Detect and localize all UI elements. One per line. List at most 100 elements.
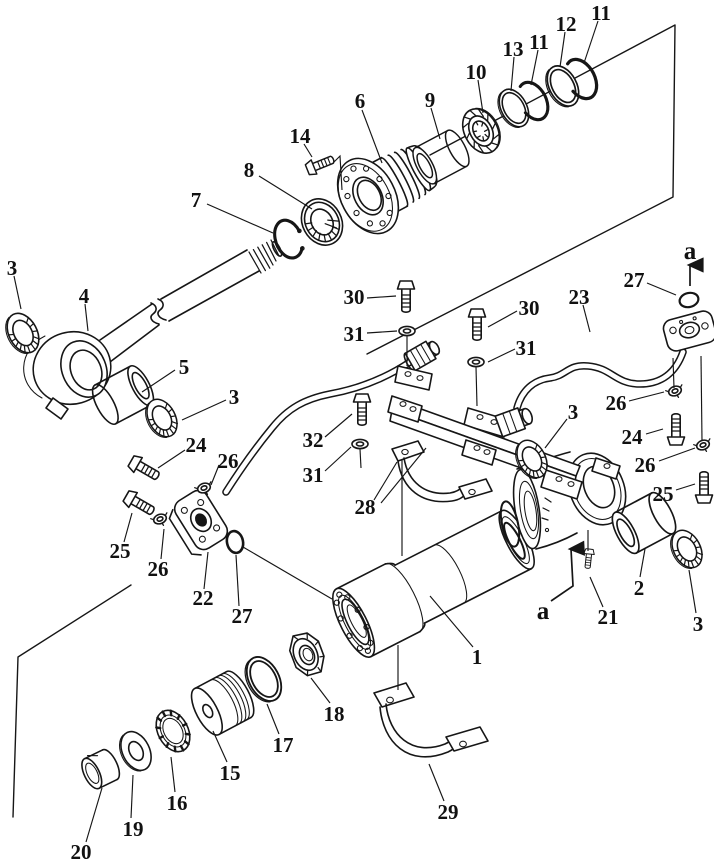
leader-line [361, 109, 383, 164]
leader-line [675, 483, 696, 491]
part-30-bolt-b [467, 308, 487, 342]
leader-line [235, 554, 240, 607]
leader-line [380, 447, 427, 504]
leader-line [206, 203, 274, 234]
leader-line [429, 595, 474, 648]
part-number-label: 26 [218, 449, 239, 473]
part-15-piston [190, 670, 255, 736]
callout-28-27: 28 [355, 447, 427, 519]
callout-4-1: 4 [79, 284, 90, 332]
leader-line [203, 551, 209, 590]
part-number-label: 1 [472, 645, 483, 669]
pipe-left-tab [394, 365, 433, 391]
part-number-label: 11 [591, 1, 611, 25]
leader-line [210, 464, 220, 486]
part-26-lockwasher-left-b [149, 510, 172, 530]
part-31-washer-b [467, 356, 485, 368]
part-number-label: 25 [110, 539, 131, 563]
callout-24-23: 24 [622, 425, 664, 449]
part-32-bolt [352, 393, 372, 427]
part-4-piston-rod [23, 239, 283, 420]
leader-line [645, 428, 664, 435]
part-24-bolt-left [126, 452, 164, 485]
part-number-label: 18 [324, 702, 345, 726]
callout-24-28: 24 [157, 433, 207, 469]
part-number-label: 32 [303, 428, 324, 452]
part-number-label: 28 [355, 495, 376, 519]
callout-12-10: 12 [556, 12, 577, 68]
part-10-knurled-ring [461, 107, 501, 154]
callout-3-0: 3 [7, 256, 22, 310]
callout-8-3: 8 [244, 158, 313, 210]
callout-27-33: 27 [232, 554, 253, 628]
leader-line [428, 763, 445, 802]
leader-line [430, 107, 441, 140]
leader-line [123, 512, 133, 543]
part-number-label: 15 [220, 761, 241, 785]
view-ref-a-1: a [537, 540, 585, 625]
leader-line [530, 49, 539, 86]
callout-31-19: 31 [303, 446, 352, 487]
leader-line [85, 787, 103, 843]
part-1-cylinder-head [499, 451, 627, 550]
part-number-label: 22 [193, 586, 214, 610]
part-number-label: 27 [232, 604, 253, 628]
leader-line [688, 569, 697, 614]
part-number-label: 31 [516, 336, 537, 360]
callout-31-17: 31 [487, 336, 537, 363]
part-number-label: 20 [71, 840, 92, 860]
callout-9-6: 9 [425, 88, 441, 140]
callout-26-29: 26 [210, 449, 239, 486]
part-number-label: 14 [290, 124, 312, 148]
part-number-label: 5 [179, 355, 190, 379]
callout-10-7: 10 [466, 60, 487, 114]
part-number-label: 2 [634, 576, 645, 600]
callout-31-15: 31 [344, 322, 398, 346]
callout-19-42: 19 [123, 774, 144, 841]
part-number-label: 29 [438, 800, 459, 824]
callout-15-40: 15 [212, 730, 241, 785]
callout-26-24: 26 [635, 447, 696, 477]
part-number-label: 11 [529, 30, 549, 54]
leader-line [141, 369, 176, 393]
part-6-cylinder-head-gland [336, 144, 438, 235]
callout-14-4: 14 [290, 124, 313, 158]
part-16-wear-ring [155, 709, 191, 753]
callout-3-37: 3 [688, 569, 703, 636]
part-19-washer [118, 730, 152, 772]
callout-29-44: 29 [428, 763, 459, 824]
part-number-label: 26 [635, 453, 656, 477]
part-17-ring [237, 650, 290, 709]
leader-line [639, 548, 646, 578]
part-number-label: 3 [229, 385, 240, 409]
part-1-cylinder-tube [332, 509, 535, 658]
leader-line [212, 730, 228, 763]
leader-line [324, 446, 352, 472]
part-number-label: 19 [123, 817, 144, 841]
view-ref-label: a [684, 238, 697, 265]
leader-line [170, 756, 176, 793]
part-31-washer-c [351, 438, 369, 450]
part-number-label: 21 [598, 605, 619, 629]
part-26-lockwasher-right-a [664, 382, 687, 402]
part-number-label: 9 [425, 88, 436, 112]
part-25-bolt-right [694, 470, 714, 504]
part-number-label: 10 [466, 60, 487, 84]
part-number-label: 6 [355, 89, 366, 113]
leader-line [589, 576, 604, 608]
part-number-label: 25 [653, 482, 674, 506]
part-number-label: 17 [273, 733, 294, 757]
part-number-label: 26 [606, 391, 627, 415]
callout-27-21: 27 [624, 268, 677, 296]
callout-23-20: 23 [569, 285, 591, 333]
part-number-label: 8 [244, 158, 255, 182]
callout-16-41: 16 [167, 756, 188, 815]
leader-line [157, 449, 186, 469]
callout-3-26: 3 [544, 400, 578, 449]
callout-26-22: 26 [606, 391, 665, 415]
pipe-flange [662, 310, 714, 352]
part-25-bolt-left [121, 487, 159, 520]
leader-line [84, 303, 89, 332]
